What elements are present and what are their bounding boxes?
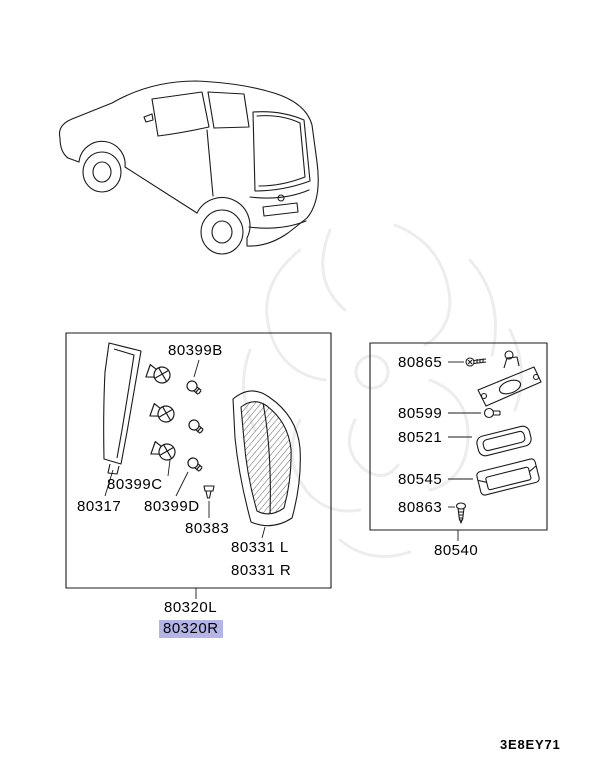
leader-lines-left [104,359,266,599]
gasket-drawing [103,342,142,475]
packing-80521-drawing [476,425,532,457]
license-lamp-housing-drawing [477,350,542,407]
screw-80865-drawing [465,357,487,367]
part-label-80320R[interactable]: 80320R [159,620,223,638]
part-label-80317[interactable]: 80317 [77,498,122,515]
part-label-80540[interactable]: 80540 [434,542,479,559]
tail-lamp-lens-drawing [232,390,301,527]
part-label-80399C[interactable]: 80399C [107,476,163,493]
tail-lamp-box-outline [65,332,332,589]
lens-80545-drawing [476,458,540,496]
tail-lamp-box [65,332,332,599]
bulb-socket-drawings [144,362,206,474]
bulb-80599-drawing [483,407,501,419]
part-label-80320L[interactable]: 80320L [164,599,218,616]
part-label-80399D[interactable]: 80399D [144,498,200,515]
watermark [242,223,523,558]
part-label-80399B[interactable]: 80399B [168,342,223,359]
leader-lines-right [448,361,481,541]
screw-80383-drawing [203,485,215,499]
part-label-80331L[interactable]: 80331 L [231,539,289,556]
part-label-80865[interactable]: 80865 [398,354,443,371]
part-label-80331R[interactable]: 80331 R [231,562,292,579]
part-label-80521[interactable]: 80521 [398,429,443,446]
part-label-80599[interactable]: 80599 [398,405,443,422]
drawing-code: 3E8EY71 [500,737,561,752]
license-lamp-box [369,342,548,541]
car-illustration [58,80,319,255]
license-lamp-box-outline [369,342,548,531]
screw-80863-drawing [455,502,467,524]
part-label-80383[interactable]: 80383 [185,520,230,537]
part-label-80863[interactable]: 80863 [398,499,443,516]
part-label-80545[interactable]: 80545 [398,471,443,488]
